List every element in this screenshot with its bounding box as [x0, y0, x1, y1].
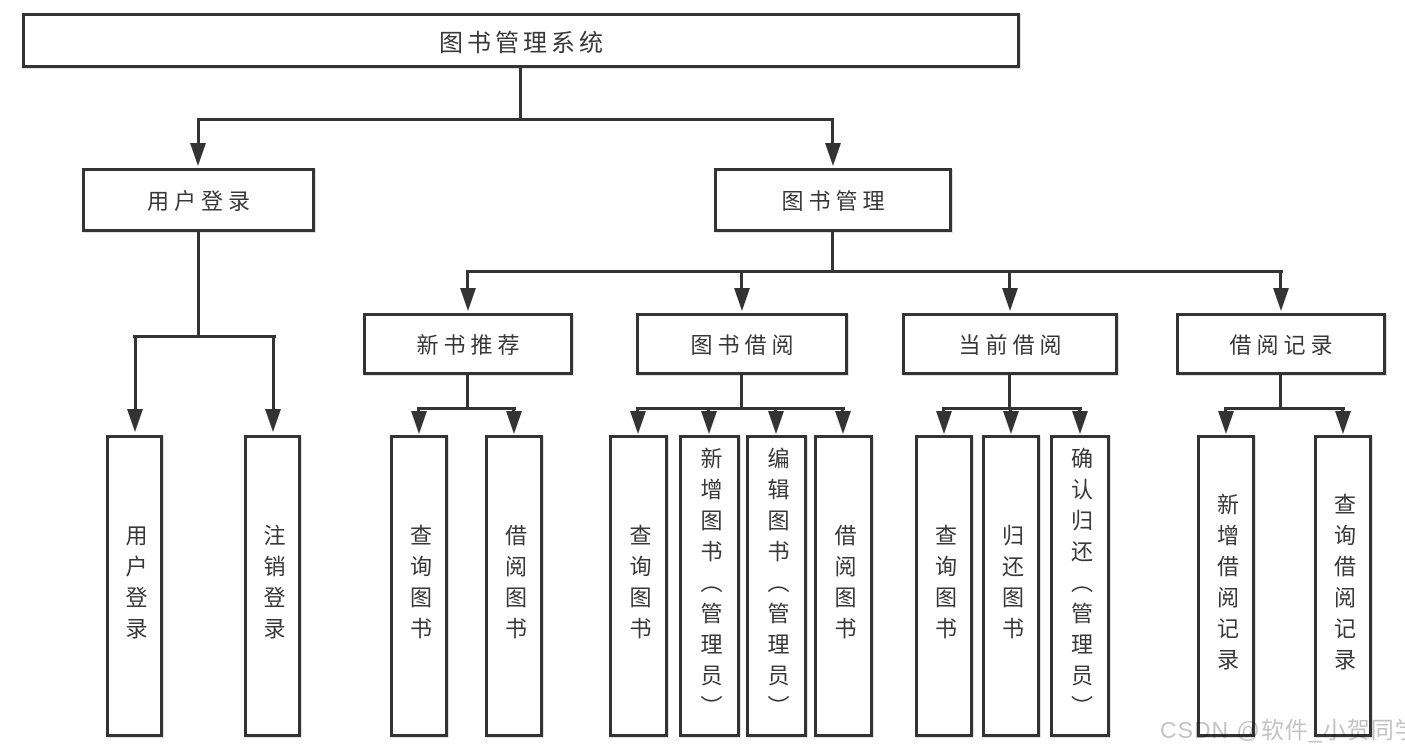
node-label: 借阅图书: [502, 524, 527, 648]
watermark: CSDN @软件_小贺同学: [1160, 717, 1405, 743]
node-borrow-books-leaf: 借阅图书: [814, 435, 873, 737]
connector-line: [1224, 407, 1227, 413]
arrow-down-icon: [1218, 411, 1234, 434]
connector-line: [1009, 407, 1012, 413]
node-logout: 注销登录: [244, 435, 301, 737]
connector-line: [1279, 270, 1282, 290]
connector-line: [831, 118, 834, 145]
arrow-down-icon: [411, 411, 427, 434]
node-label: 查询借阅记录: [1331, 493, 1356, 679]
node-label: 查询图书: [626, 524, 652, 648]
arrow-down-icon: [1273, 288, 1289, 311]
arrow-down-icon: [835, 411, 851, 434]
connector-line: [942, 407, 945, 413]
arrow-down-icon: [1072, 411, 1088, 434]
node-label: 借阅记录: [1229, 333, 1338, 358]
arrow-down-icon: [701, 411, 717, 434]
node-label: 用户登录: [146, 189, 255, 214]
arrow-down-icon: [1003, 411, 1019, 434]
arrow-down-icon: [630, 411, 646, 434]
connector-line: [1078, 407, 1081, 413]
node-query-books-recommend: 查询图书: [390, 435, 448, 737]
connector-line: [197, 118, 200, 145]
node-book-management: 图书管理: [714, 168, 952, 232]
connector-line: [636, 407, 639, 413]
connector-line: [512, 407, 515, 413]
connector-line: [942, 407, 1082, 410]
node-query-borrow-record: 查询借阅记录: [1314, 435, 1372, 737]
node-new-book-recommend: 新书推荐: [363, 313, 573, 375]
connector-line: [466, 375, 469, 407]
node-label: 查询图书: [407, 524, 432, 648]
connector-line: [1008, 375, 1011, 407]
node-label: 查询图书: [932, 524, 957, 648]
arrow-down-icon: [768, 411, 784, 434]
node-borrow-books-recommend: 借阅图书: [485, 435, 543, 737]
node-label: 新增借阅记录: [1214, 493, 1239, 679]
connector-line: [1341, 407, 1344, 413]
node-label: 当前借阅: [958, 333, 1067, 358]
arrow-down-icon: [734, 288, 750, 311]
node-label: 用户登录: [122, 524, 148, 648]
arrow-down-icon: [127, 409, 143, 432]
node-user-login: 用户登录: [82, 168, 315, 232]
connector-line: [466, 270, 469, 290]
node-add-book-admin: 新增图书（管理员）: [679, 435, 740, 737]
arrow-down-icon: [1002, 288, 1018, 311]
node-current-borrow: 当前借阅: [902, 313, 1118, 375]
connector-line: [417, 407, 420, 413]
connector-line: [417, 407, 516, 410]
node-user-login-leaf: 用户登录: [106, 435, 163, 737]
connector-line: [1279, 375, 1282, 407]
node-borrow-records: 借阅记录: [1176, 313, 1386, 375]
node-library-system: 图书管理系统: [22, 13, 1020, 68]
connector-line: [519, 68, 522, 118]
connector-line: [831, 232, 834, 270]
node-label: 图书借阅: [690, 333, 799, 358]
node-book-borrow: 图书借阅: [636, 313, 848, 375]
node-label: 确认归还（管理员）: [1068, 446, 1093, 726]
connector-line: [272, 335, 275, 411]
arrow-down-icon: [936, 411, 952, 434]
node-label: 借阅图书: [831, 524, 857, 648]
connector-line: [197, 118, 834, 121]
connector-line: [707, 407, 710, 413]
node-label: 新书推荐: [416, 333, 525, 358]
node-label: 编辑图书（管理员）: [764, 446, 790, 726]
node-label: 图书管理: [781, 189, 890, 214]
node-label: 新增图书（管理员）: [697, 446, 723, 726]
connector-line: [774, 407, 777, 413]
connector-line: [466, 270, 1283, 273]
node-label: 图书管理系统: [439, 30, 607, 57]
arrow-down-icon: [460, 288, 476, 311]
node-label: 归还图书: [999, 524, 1024, 648]
node-query-books-current: 查询图书: [915, 435, 973, 737]
arrow-down-icon: [506, 411, 522, 434]
node-add-borrow-record: 新增借阅记录: [1197, 435, 1255, 737]
node-confirm-return-admin: 确认归还（管理员）: [1050, 435, 1110, 737]
node-edit-book-admin: 编辑图书（管理员）: [746, 435, 807, 737]
node-query-books-borrow: 查询图书: [609, 435, 668, 737]
node-label: 注销登录: [260, 524, 286, 648]
arrow-down-icon: [190, 143, 206, 166]
connector-line: [740, 270, 743, 290]
connector-line: [740, 375, 743, 407]
connector-line: [197, 232, 200, 335]
connector-line: [841, 407, 844, 413]
node-return-book: 归还图书: [982, 435, 1040, 737]
arrow-down-icon: [1335, 411, 1351, 434]
connector-line: [134, 335, 137, 411]
connector-line: [1224, 407, 1345, 410]
connector-line: [133, 335, 276, 338]
arrow-down-icon: [265, 409, 281, 432]
arrow-down-icon: [825, 143, 841, 166]
connector-line: [636, 407, 845, 410]
connector-line: [1008, 270, 1011, 290]
